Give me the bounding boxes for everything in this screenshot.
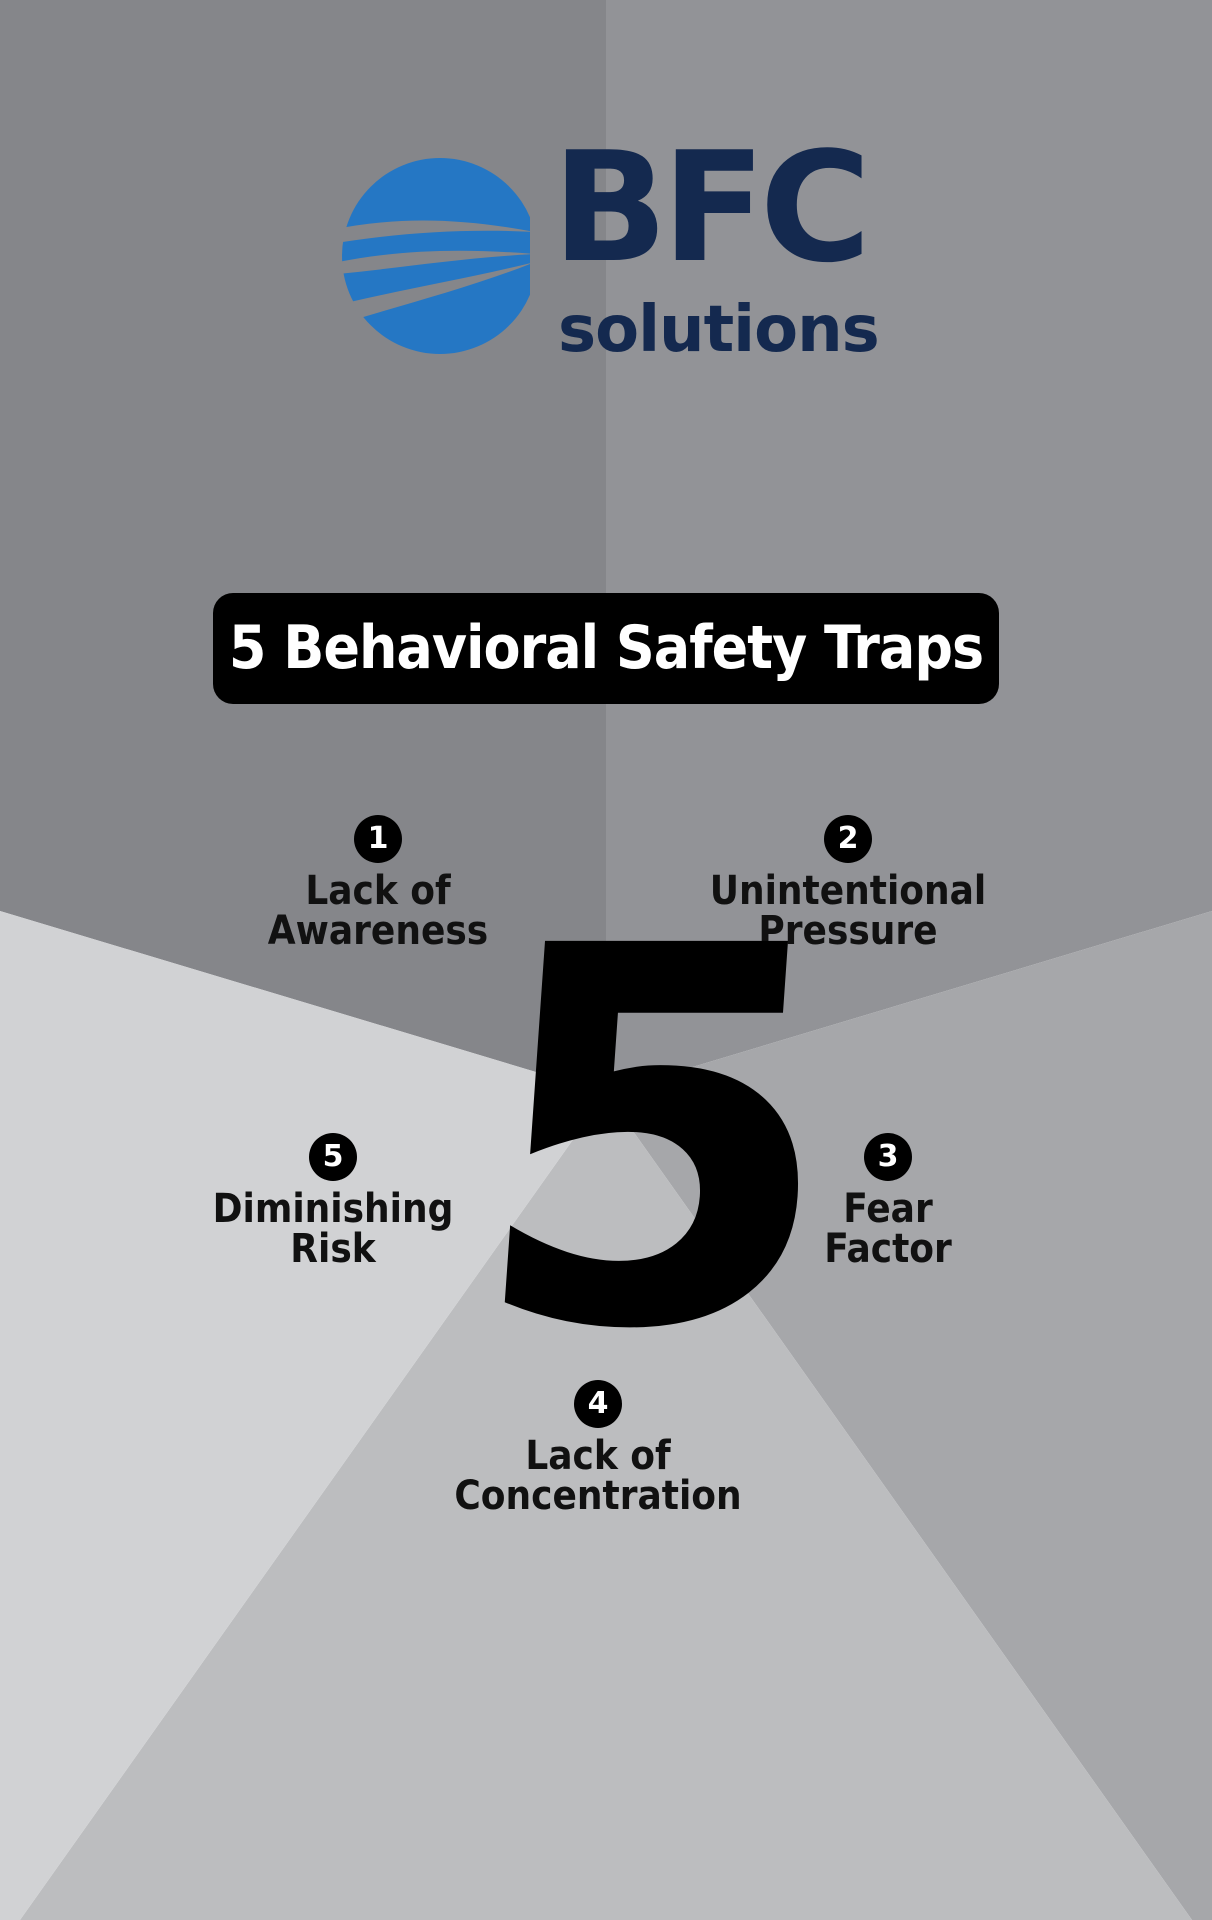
trap-label: Fear Factor bbox=[824, 1186, 952, 1272]
number-badge: 5 bbox=[309, 1133, 357, 1181]
bfc-solutions-logo: BFC solutions bbox=[330, 132, 890, 370]
segment-right bbox=[606, 911, 1212, 1920]
segment-left bbox=[0, 911, 606, 1920]
trap-label: Lack of Concentration bbox=[454, 1433, 742, 1519]
number-badge: 1 bbox=[354, 815, 402, 863]
logo-wordmark-solutions: solutions bbox=[558, 293, 880, 367]
number-badge: 2 bbox=[824, 815, 872, 863]
trap-label: Diminishing Risk bbox=[212, 1186, 454, 1272]
trap-item-3: 3 Fear Factor bbox=[728, 1133, 1048, 1269]
trap-item-5: 5 Diminishing Risk bbox=[173, 1133, 493, 1269]
segment-top-right bbox=[606, 0, 1212, 1093]
trap-item-4: 4 Lack of Concentration bbox=[438, 1380, 758, 1516]
page-title: 5 Behavioral Safety Traps bbox=[213, 593, 999, 704]
trap-item-1: 1 Lack of Awareness bbox=[218, 815, 538, 951]
number-badge: 3 bbox=[864, 1133, 912, 1181]
number-badge: 4 bbox=[574, 1380, 622, 1428]
segment-bottom bbox=[20, 1093, 1192, 1920]
center-number: 5 bbox=[454, 837, 860, 1443]
trap-item-2: 2 Unintentional Pressure bbox=[688, 815, 1008, 951]
logo-wordmark-bfc: BFC bbox=[552, 119, 871, 296]
trap-label: Unintentional Pressure bbox=[709, 868, 987, 954]
trap-label: Lack of Awareness bbox=[267, 868, 489, 954]
globe-swoosh-icon bbox=[330, 158, 530, 354]
